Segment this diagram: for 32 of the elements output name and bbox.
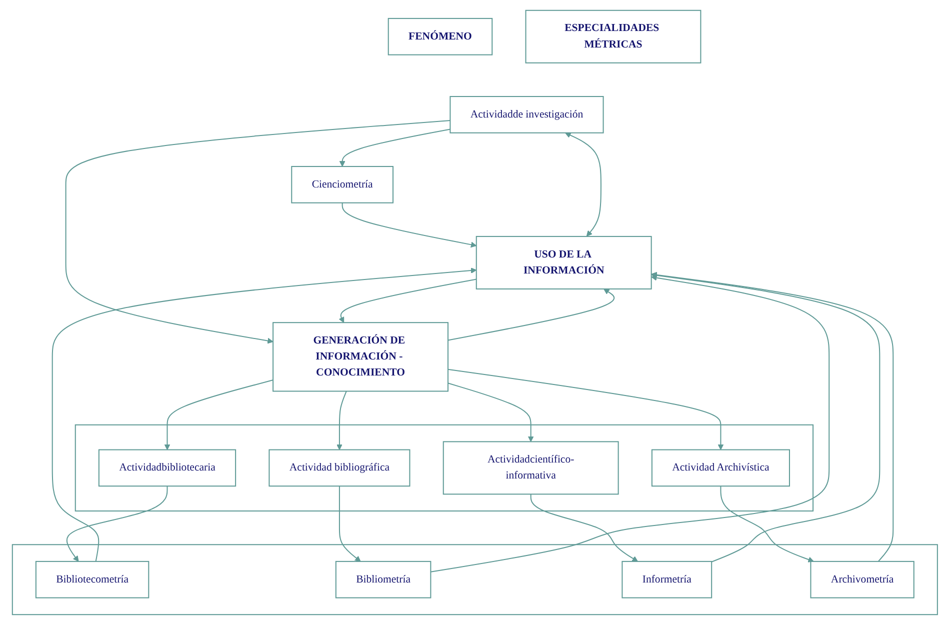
- arrow: [66, 486, 168, 562]
- node-box: Actividadbibliotecaria: [98, 449, 236, 487]
- arrow: [339, 128, 450, 167]
- arrow: [448, 368, 724, 450]
- node-box: Informetría: [622, 560, 712, 598]
- node-box: Cienciometría: [291, 166, 394, 204]
- node-box: Actividad bibliográfica: [268, 449, 410, 487]
- node-box: Bibliotecometría: [36, 560, 150, 598]
- node-box: Bibliometría: [336, 560, 432, 598]
- arrow: [430, 274, 830, 572]
- node-box: FENÓMENO: [388, 18, 493, 56]
- arrow: [338, 278, 477, 323]
- arrow: [448, 288, 615, 341]
- node-box: USO DE LA INFORMACIÓN: [476, 236, 652, 290]
- arrow: [720, 486, 814, 562]
- arrow: [339, 486, 361, 562]
- node-box: Actividadcientífico-informativa: [442, 441, 619, 495]
- node-box: GENERACIÓN DE INFORMACIÓN - CONOCIMIENTO: [272, 322, 449, 392]
- arrow: [530, 494, 638, 562]
- arrow: [448, 382, 534, 442]
- node-box: Actividadde investigación: [450, 96, 604, 134]
- node-box: Archivometría: [810, 560, 914, 598]
- arrow: [52, 268, 477, 562]
- cluster: [12, 544, 938, 616]
- node-box: Actividad Archivística: [652, 449, 790, 487]
- arrow: [565, 132, 602, 237]
- node-box: ESPECIALIDADES MÉTRICAS: [525, 10, 702, 64]
- arrow: [336, 391, 347, 450]
- arrow: [65, 120, 450, 344]
- arrow: [164, 380, 274, 450]
- arrow: [342, 202, 477, 248]
- cluster: [74, 424, 814, 512]
